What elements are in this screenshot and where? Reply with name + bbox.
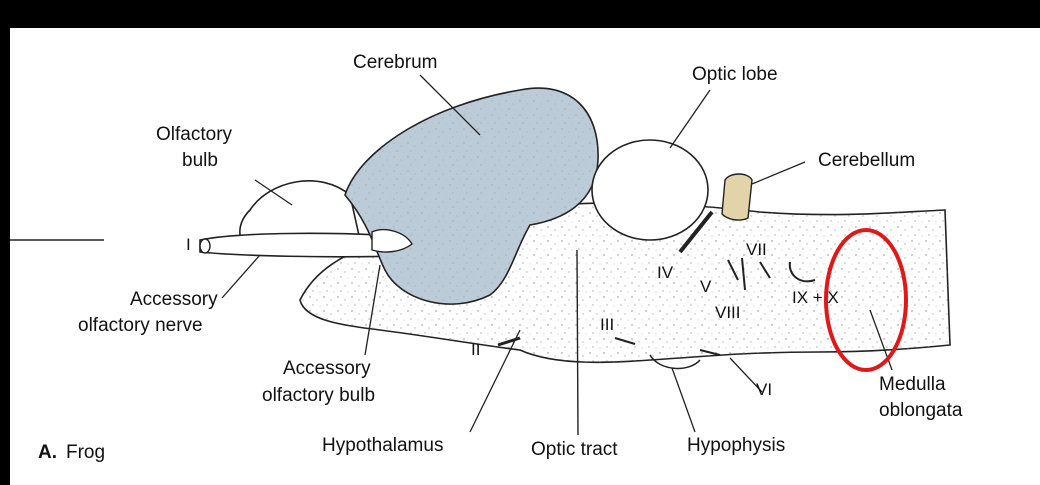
nerve-label-iii: III [600,315,614,334]
label-hypothalamus: Hypothalamus [322,435,443,456]
label-accessory-bulb-line1: Accessory [283,358,371,379]
label-optic-tract: Optic tract [531,439,618,460]
label-accessory-nerve-line2: olfactory nerve [78,315,203,336]
nerve-label-vi: VI [756,380,772,399]
label-cerebellum: Cerebellum [818,150,915,171]
nerve-label-vii: VII [746,240,767,259]
label-olfactory-bulb-line1: Olfactory [156,124,233,145]
label-hypophysis: Hypophysis [687,435,785,456]
nerve-label-iv: IV [657,263,674,282]
optic-tract-line [577,250,578,435]
nerve-label-ix-x: IX + X [792,288,839,307]
label-cerebrum: Cerebrum [353,52,437,73]
nerve-label-i: I [186,235,191,254]
nerve-label-ii: II [471,340,480,359]
label-accessory-nerve-line1: Accessory [130,289,218,310]
label-medulla-line2: oblongata [879,400,963,421]
caption-letter: A. [38,442,57,463]
nerve-label-v: V [700,277,712,296]
nerve-label-viii: VIII [715,303,741,322]
label-olfactory-bulb-line2: bulb [182,150,218,171]
label-optic-lobe: Optic lobe [692,64,778,85]
label-medulla-line1: Medulla [879,374,946,395]
nerve-i-tip [200,239,210,253]
caption-text: Frog [66,442,105,463]
optic-lobe-shape [592,140,708,240]
cerebellum-shape [722,174,752,220]
label-accessory-bulb-line2: olfactory bulb [262,385,375,406]
